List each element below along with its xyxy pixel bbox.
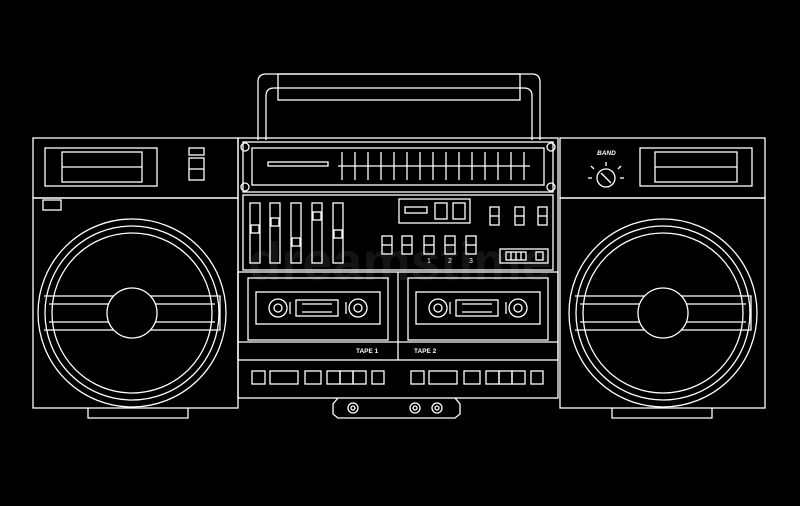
right-tuner-window: [639, 147, 753, 187]
cassette-deck-area: [237, 271, 559, 361]
preset-label-1: 1: [427, 258, 431, 265]
selector-switch[interactable]: [499, 248, 549, 264]
tape-2-transport-buttons[interactable]: [410, 370, 544, 385]
cassette-deck-1[interactable]: [247, 277, 389, 341]
left-speaker-tab: [42, 199, 62, 211]
left-top-panel: [32, 137, 239, 199]
left-woofer-cone: [106, 287, 158, 339]
carry-handle: [257, 73, 541, 140]
level-display: [398, 198, 471, 224]
input-jack-panel: [332, 397, 461, 419]
tuner-display: [240, 141, 556, 193]
center-body: [237, 137, 559, 399]
mode-switches[interactable]: [489, 206, 548, 226]
control-panel: 1 2 3: [242, 194, 554, 271]
tape-1-transport-buttons[interactable]: [251, 370, 385, 385]
left-speaker: [32, 197, 239, 419]
jack-2: [409, 402, 421, 414]
preset-label-2: 2: [448, 258, 452, 265]
band-label: BAND: [597, 150, 616, 157]
preset-buttons[interactable]: [381, 235, 477, 255]
jack-1: [347, 402, 359, 414]
band-knob[interactable]: [588, 162, 624, 188]
right-top-panel: BAND: [559, 137, 766, 199]
right-woofer-cone: [637, 287, 689, 339]
left-switch[interactable]: [188, 147, 205, 181]
right-speaker: [559, 197, 766, 419]
tuner-dial-ticks: [341, 152, 525, 180]
jack-3: [431, 402, 443, 414]
left-meter-window: [44, 147, 158, 187]
equalizer-sliders[interactable]: [249, 202, 344, 264]
tape-1-label: TAPE 1: [356, 348, 379, 355]
cassette-deck-2[interactable]: [407, 277, 549, 341]
watermark: dreamstime: [248, 232, 551, 292]
preset-label-3: 3: [469, 258, 473, 265]
tape-2-label: TAPE 2: [414, 348, 437, 355]
